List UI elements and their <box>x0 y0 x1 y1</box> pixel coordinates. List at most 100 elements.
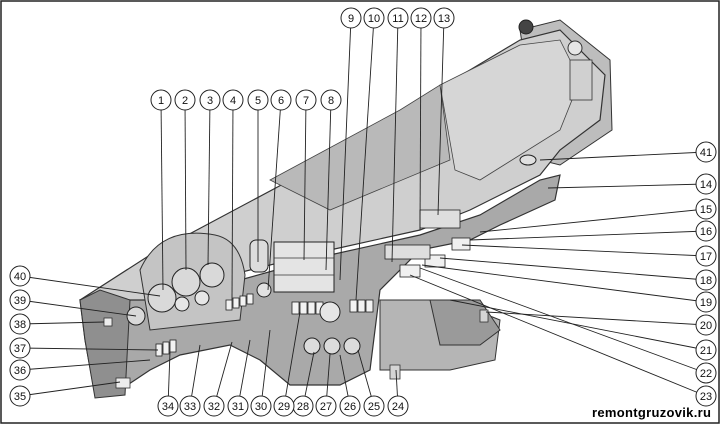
callout-circle-40 <box>9 265 31 287</box>
callout-circle-12 <box>410 7 432 29</box>
callout-number-26: 26 <box>344 401 356 413</box>
leader-line-11 <box>391 17 399 263</box>
leader-line-38 <box>19 321 105 325</box>
callout-number-21: 21 <box>700 345 712 357</box>
callout-24: 24 <box>387 395 409 417</box>
leader-line-7 <box>303 99 307 261</box>
watermark: remontgruzovik.ru <box>592 405 711 420</box>
callout-9: 9 <box>340 7 362 29</box>
callout-28: 28 <box>292 395 314 417</box>
pedal-lever <box>389 364 401 380</box>
rotary-control <box>249 239 269 273</box>
callout-40: 40 <box>9 265 31 287</box>
left-button <box>103 317 113 327</box>
callout-13: 13 <box>433 7 455 29</box>
callout-number-11: 11 <box>392 13 403 25</box>
callout-15: 15 <box>695 198 717 220</box>
leader-line-14 <box>547 183 707 189</box>
leader-line-41 <box>539 151 707 161</box>
leader-line-18 <box>439 257 707 281</box>
callout-number-14: 14 <box>700 179 712 191</box>
switch-block-right <box>349 299 374 313</box>
leader-line-3 <box>207 99 211 266</box>
leader-line-37 <box>19 347 159 351</box>
leader-line-13 <box>437 17 445 216</box>
callout-circle-24 <box>387 395 409 417</box>
leader-line-8 <box>325 99 332 271</box>
callout-number-8: 8 <box>328 95 334 107</box>
callout-36: 36 <box>9 359 31 381</box>
callout-number-20: 20 <box>700 320 712 332</box>
callout-25: 25 <box>363 395 385 417</box>
callout-circle-23 <box>695 385 717 407</box>
center-dial <box>319 301 341 323</box>
callout-10: 10 <box>363 7 385 29</box>
leader-line-31 <box>237 339 251 407</box>
callout-circle-41 <box>695 141 717 163</box>
callout-circle-27 <box>315 395 337 417</box>
leader-line-10 <box>355 17 375 301</box>
callout-circle-35 <box>9 385 31 407</box>
callout-number-30: 30 <box>255 401 267 413</box>
callout-circle-31 <box>227 395 249 417</box>
callout-21: 21 <box>695 339 717 361</box>
climate-dial-3 <box>343 337 361 355</box>
callout-30: 30 <box>250 395 272 417</box>
callout-number-25: 25 <box>368 401 380 413</box>
callout-32: 32 <box>203 395 225 417</box>
callout-number-9: 9 <box>348 13 354 25</box>
callout-number-24: 24 <box>392 401 404 413</box>
callout-12: 12 <box>410 7 432 29</box>
callout-17: 17 <box>695 245 717 267</box>
callout-number-4: 4 <box>230 95 236 107</box>
climate-dial-2 <box>323 337 341 355</box>
callout-number-33: 33 <box>184 401 196 413</box>
climate-dial-1 <box>303 337 321 355</box>
callout-circle-15 <box>695 198 717 220</box>
callout-circle-16 <box>695 220 717 242</box>
callout-27: 27 <box>315 395 337 417</box>
passenger-vent <box>519 154 537 166</box>
sensor-top <box>518 19 534 35</box>
callout-number-32: 32 <box>208 401 220 413</box>
callout-38: 38 <box>9 313 31 335</box>
callout-19: 19 <box>695 291 717 313</box>
callout-number-16: 16 <box>700 226 712 238</box>
callout-7: 7 <box>295 89 317 111</box>
callout-2: 2 <box>174 89 196 111</box>
leader-line-16 <box>469 230 707 241</box>
gauge-small-2 <box>194 290 210 306</box>
leader-line-12 <box>419 17 422 231</box>
callout-circle-13 <box>433 7 455 29</box>
leader-line-4 <box>231 99 234 301</box>
callout-circle-20 <box>695 314 717 336</box>
callout-circle-34 <box>157 395 179 417</box>
callout-5: 5 <box>247 89 269 111</box>
callout-33: 33 <box>179 395 201 417</box>
callout-34: 34 <box>157 395 179 417</box>
top-shelf <box>269 84 451 211</box>
gauge-left <box>147 283 177 313</box>
callout-number-6: 6 <box>278 95 284 107</box>
left-side-panel <box>79 289 131 399</box>
callout-circle-11 <box>387 7 409 29</box>
callout-circle-9 <box>340 7 362 29</box>
right-lower-lever <box>479 309 489 323</box>
gauge-small-1 <box>174 296 190 312</box>
callout-circle-1 <box>150 89 172 111</box>
callout-29: 29 <box>273 395 295 417</box>
callout-16: 16 <box>695 220 717 242</box>
callout-number-38: 38 <box>14 319 26 331</box>
callout-37: 37 <box>9 337 31 359</box>
callout-39: 39 <box>9 289 31 311</box>
callout-circle-6 <box>270 89 292 111</box>
callout-circle-3 <box>199 89 221 111</box>
callout-number-3: 3 <box>207 95 213 107</box>
callout-number-29: 29 <box>278 401 290 413</box>
callout-circle-22 <box>695 362 717 384</box>
callout-18: 18 <box>695 269 717 291</box>
leader-line-15 <box>479 208 707 233</box>
switch-block-left <box>225 293 254 311</box>
